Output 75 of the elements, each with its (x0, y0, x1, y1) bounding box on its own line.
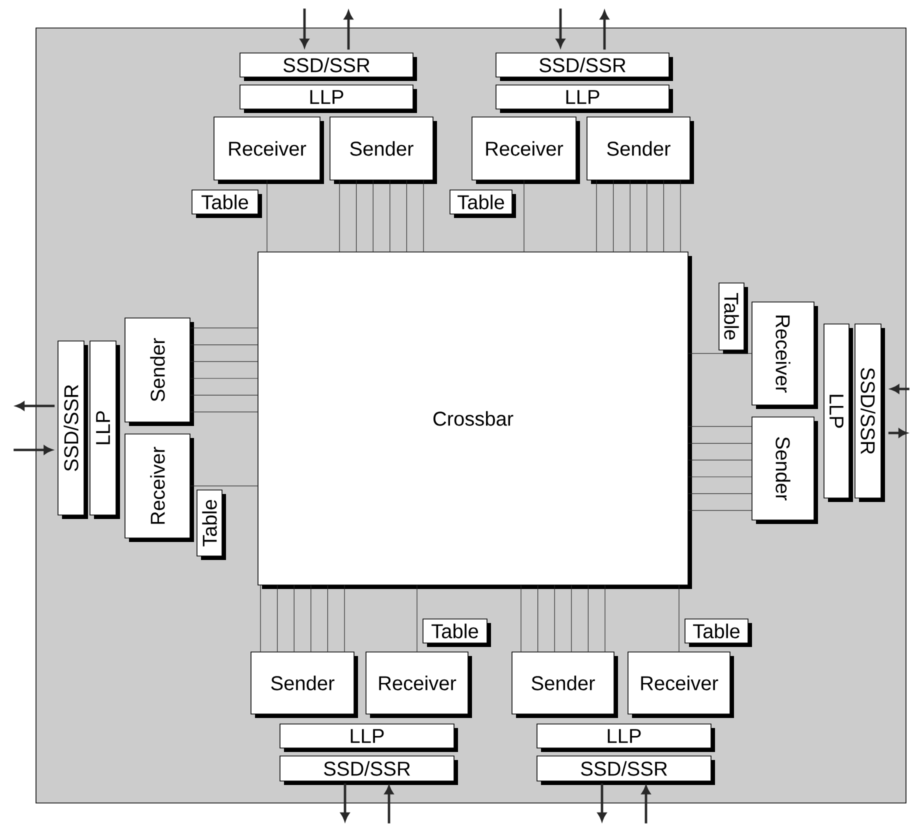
arrow (556, 8, 565, 48)
sender-box: Sender (250, 652, 358, 718)
table-box: Table (192, 190, 262, 218)
llp-box: LLP (280, 724, 458, 752)
sender-box: Sender (512, 652, 618, 718)
arrow (890, 384, 910, 394)
crossbar-box: Crossbar (258, 252, 692, 589)
arrow (344, 10, 353, 50)
connection-line (554, 585, 555, 652)
sender-box: Sender (586, 116, 694, 184)
sender-box: Sender (124, 318, 194, 426)
arrow (340, 783, 350, 821)
connection-line (596, 180, 597, 252)
ssd-ssr-box: SSD/SSR (240, 52, 417, 81)
receiver-box: Receiver (124, 434, 194, 542)
connection-line (613, 180, 614, 252)
connection-line (646, 180, 648, 252)
table-box: Table (422, 618, 491, 647)
llp-box: LLP (496, 84, 673, 113)
arrow (14, 446, 52, 454)
arrow (598, 783, 606, 821)
llp-box: LLP (536, 724, 715, 752)
table-box: Table (684, 618, 752, 647)
connection-line (190, 361, 258, 362)
connection-line (406, 180, 407, 252)
connection-line (571, 585, 572, 652)
connection-line (416, 585, 418, 652)
connection-line (688, 476, 752, 478)
connection-line (356, 180, 357, 252)
llp-box: LLP (90, 340, 120, 519)
arrow (600, 10, 609, 50)
ssd-ssr-box: SSD/SSR (496, 52, 673, 81)
connection-line (663, 180, 664, 252)
receiver-box: Receiver (472, 116, 580, 184)
connection-line (688, 426, 752, 427)
arrow (300, 8, 309, 48)
connection-line (678, 585, 680, 652)
receiver-box: Receiver (366, 652, 472, 718)
connection-line (339, 180, 340, 252)
connection-line (688, 493, 752, 494)
ssd-ssr-box: SSD/SSR (854, 324, 885, 502)
connection-line (327, 585, 328, 652)
connection-line (190, 344, 258, 346)
connection-line (604, 585, 606, 652)
arrow (384, 786, 394, 824)
arrow (642, 786, 650, 824)
ssd-ssr-box: SSD/SSR (536, 756, 715, 785)
arrow (888, 428, 908, 438)
arrow (16, 402, 55, 410)
receiver-box: Receiver (752, 302, 818, 409)
connection-line (277, 585, 278, 652)
connection-line (688, 510, 752, 511)
connection-line (260, 585, 261, 652)
connection-line (688, 442, 752, 444)
connection-line (190, 378, 258, 379)
connection-line (520, 585, 522, 652)
ssd-ssr-box: SSD/SSR (58, 340, 88, 519)
table-box: Table (718, 282, 748, 354)
connection-line (190, 394, 258, 396)
connection-line (372, 180, 374, 252)
llp-box: LLP (824, 324, 853, 502)
connection-line (688, 353, 752, 354)
connection-line (344, 585, 345, 652)
connection-line (310, 585, 312, 652)
connection-line (266, 180, 268, 252)
receiver-box: Receiver (214, 116, 324, 184)
connection-line (423, 180, 424, 252)
sender-box: Sender (330, 116, 437, 184)
table-box: Table (196, 490, 226, 560)
connection-line (680, 180, 681, 252)
ssd-ssr-box: SSD/SSR (280, 756, 458, 785)
table-box: Table (450, 190, 516, 218)
receiver-box: Receiver (628, 652, 734, 718)
llp-box: LLP (240, 84, 417, 113)
sender-box: Sender (752, 416, 818, 524)
